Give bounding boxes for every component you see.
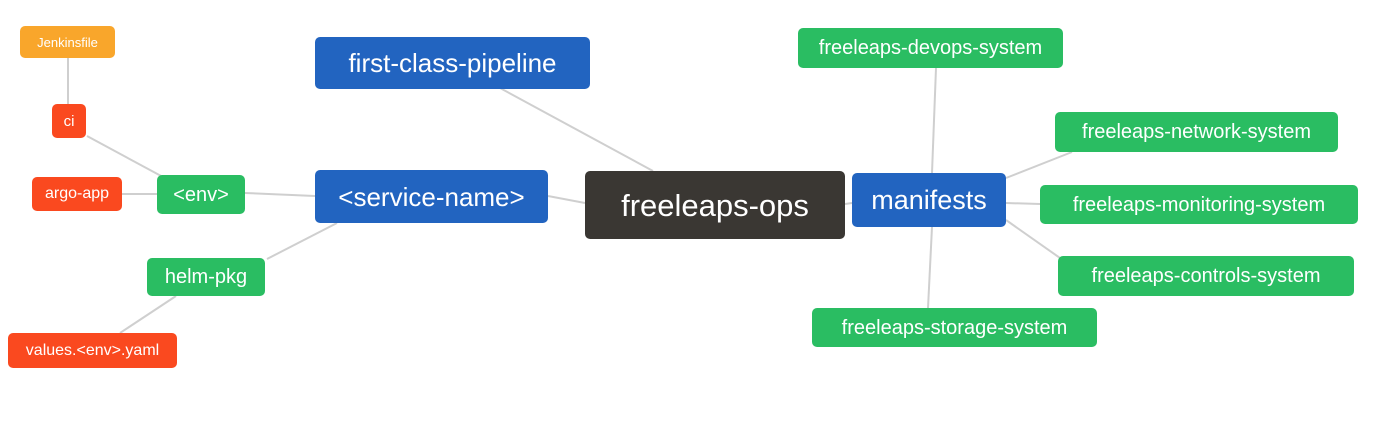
edge-manifests-to-freeleaps-controls-system (1005, 219, 1061, 259)
node-label-ci: ci (63, 112, 75, 130)
node-label-freeleaps-controls-system: freeleaps-controls-system (1091, 265, 1321, 287)
node-label-jenkinsfile: Jenkinsfile (37, 34, 98, 50)
edge-ci-to-env (86, 135, 164, 178)
edge-freeleaps-ops-to-manifests (844, 202, 853, 205)
edge-first-class-pipeline-to-freeleaps-ops (499, 87, 654, 172)
node-label-freeleaps-storage-system: freeleaps-storage-system (841, 316, 1068, 339)
node-label-freeleaps-devops-system: freeleaps-devops-system (818, 37, 1043, 59)
node-label-freeleaps-network-system: freeleaps-network-system (1082, 121, 1311, 143)
node-values-env-yaml[interactable]: values.<env>.yaml (8, 333, 177, 368)
edge-manifests-to-freeleaps-monitoring-system (1005, 202, 1041, 205)
node-ci[interactable]: ci (52, 104, 86, 138)
node-label-freeleaps-monitoring-system: freeleaps-monitoring-system (1072, 193, 1326, 216)
node-freeleaps-network-system[interactable]: freeleaps-network-system (1055, 112, 1338, 152)
node-freeleaps-monitoring-system[interactable]: freeleaps-monitoring-system (1040, 185, 1358, 224)
node-label-freeleaps-ops: freeleaps-ops (621, 187, 809, 223)
node-first-class-pipeline[interactable]: first-class-pipeline (315, 37, 590, 89)
node-freeleaps-storage-system[interactable]: freeleaps-storage-system (812, 308, 1097, 347)
node-freeleaps-devops-system[interactable]: freeleaps-devops-system (798, 28, 1063, 68)
edge-helm-pkg-to-service-name (266, 222, 338, 260)
node-jenkinsfile[interactable]: Jenkinsfile (20, 26, 115, 58)
node-label-manifests: manifests (871, 184, 987, 215)
node-manifests[interactable]: manifests (852, 173, 1006, 227)
node-label-argo-app: argo-app (44, 185, 110, 202)
edge-service-name-to-freeleaps-ops (547, 195, 586, 204)
node-label-env: <env> (173, 183, 229, 206)
node-label-helm-pkg: helm-pkg (164, 266, 248, 288)
node-label-first-class-pipeline: first-class-pipeline (348, 48, 557, 78)
node-helm-pkg[interactable]: helm-pkg (147, 258, 265, 296)
node-argo-app[interactable]: argo-app (32, 177, 122, 211)
edge-env-to-service-name (244, 192, 316, 197)
node-service-name[interactable]: <service-name> (315, 170, 548, 223)
node-label-values-env-yaml: values.<env>.yaml (25, 341, 160, 359)
edge-values-env-yaml-to-helm-pkg (119, 295, 177, 334)
node-freeleaps-controls-system[interactable]: freeleaps-controls-system (1058, 256, 1354, 296)
edge-manifests-to-freeleaps-devops-system (931, 67, 937, 174)
edge-manifests-to-freeleaps-storage-system (927, 226, 933, 309)
node-freeleaps-ops[interactable]: freeleaps-ops (585, 171, 845, 239)
edge-manifests-to-freeleaps-network-system (1005, 151, 1073, 179)
node-env[interactable]: <env> (157, 175, 245, 214)
node-label-service-name: <service-name> (338, 181, 525, 212)
